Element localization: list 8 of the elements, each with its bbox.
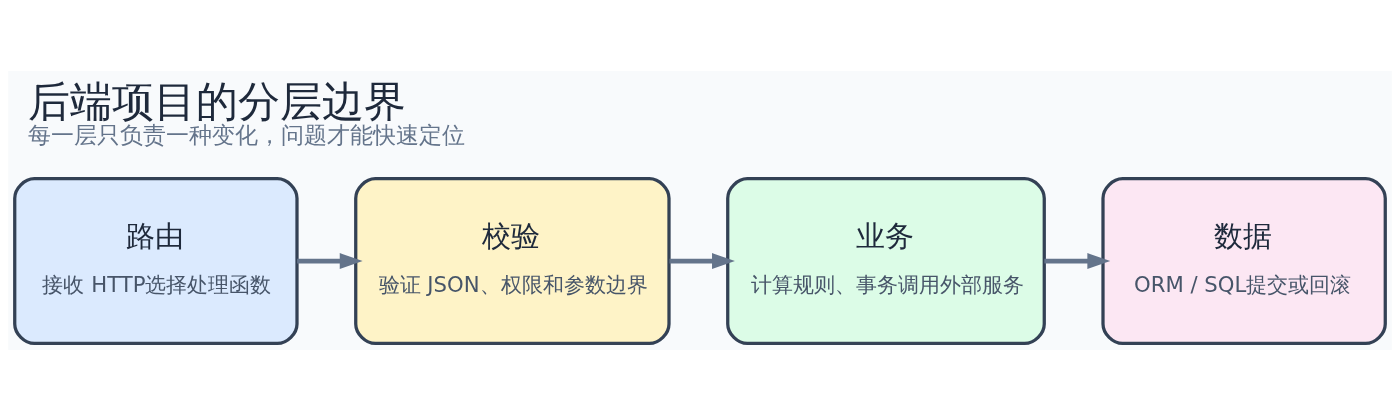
arrow (669, 252, 735, 269)
node-box: 数据 ORM / SQL提交或回滚 (1101, 176, 1387, 345)
node-box: 路由 接收 HTTP选择处理函数 (13, 176, 299, 345)
node-box: 业务 计算规则、事务调用外部服务 (726, 176, 1046, 345)
caption: 每一层只负责一种变化，问题才能快速定位 (27, 121, 465, 148)
node-box: 校验 验证 JSON、权限和参数边界 (354, 176, 671, 345)
arrow (297, 252, 363, 269)
arrow (1044, 252, 1111, 269)
